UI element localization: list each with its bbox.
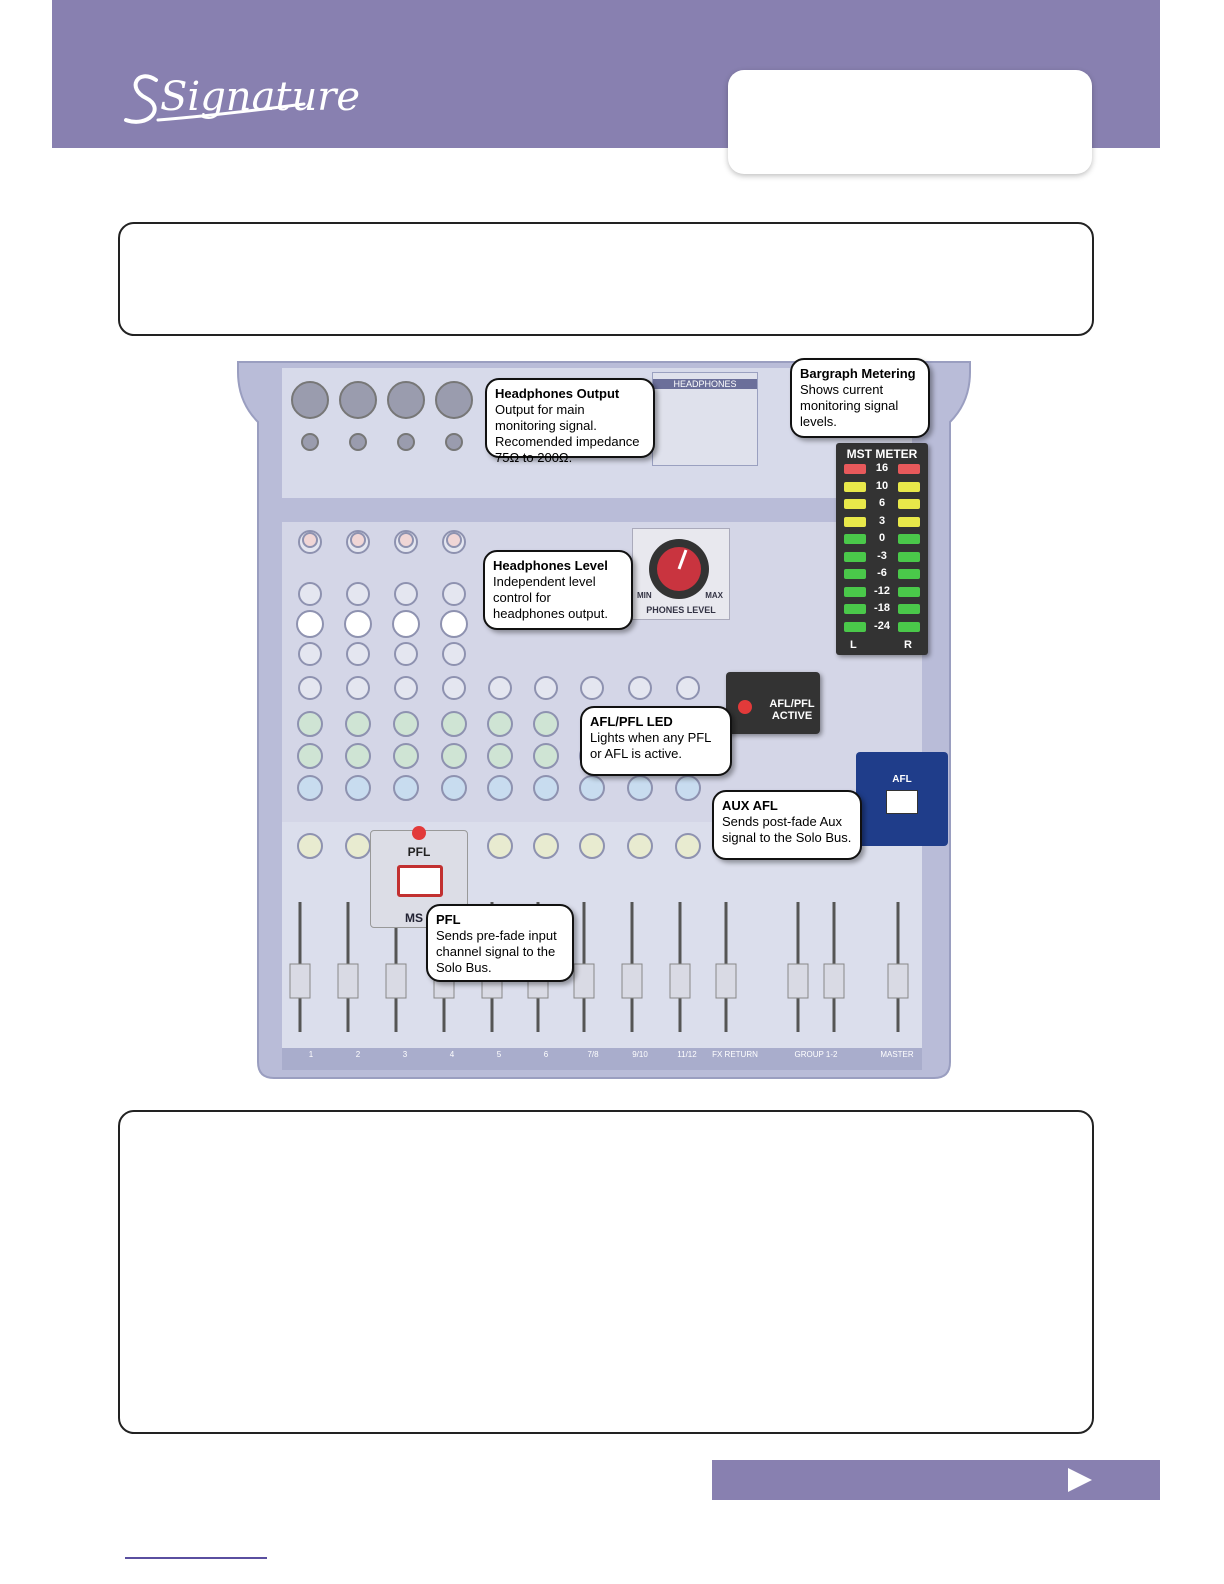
meter-right-label: R [904,639,912,651]
phones-min-label: MIN [637,591,652,600]
callout-pfl: PFL Sends pre-fade input channel signal … [426,904,574,982]
phones-level-label: PHONES LEVEL [646,605,716,615]
headphones-output-panel: HEADPHONES [652,372,758,466]
channel-strip-label: 7/8 [587,1050,599,1059]
meter-led [898,534,920,544]
callout-text: Sends post-fade Aux signal to the Solo B… [722,814,852,845]
meter-scale-label: 16 [875,462,889,474]
meter-scale-label: -18 [874,602,890,614]
meter-led [844,621,866,632]
meter-left-label: L [850,639,857,651]
meter-led [898,569,920,579]
channel-strip-label: MASTER [880,1050,914,1059]
afl-button-label: AFL [892,774,912,785]
phones-knob-icon [649,539,709,599]
afl-switch[interactable] [886,790,918,814]
meter-scale-label: -3 [877,550,887,562]
pfl-led-icon [412,826,426,840]
meter-led [898,481,920,492]
meter-scale-label: -24 [874,620,890,632]
callout-afl-pfl-led: AFL/PFL LED Lights when any PFL or AFL i… [580,706,732,776]
headphones-panel-label: HEADPHONES [653,379,757,389]
callout-heading: Bargraph Metering [800,366,916,381]
callout-text: Sends pre-fade input channel signal to t… [436,928,557,975]
channel-strip-label: 6 [543,1050,549,1059]
meter-led [844,586,866,597]
channel-strip-label: 3 [402,1050,408,1059]
footer-rule [125,1557,267,1559]
meter-led [844,481,866,492]
pfl-switch[interactable] [397,865,443,897]
meter-scale-label: 0 [878,532,886,544]
meter-led [844,464,866,474]
meter-scale-label: 10 [875,480,889,492]
callout-headphones-output: Headphones Output Output for main monito… [485,378,655,465]
meter-led [898,551,920,562]
meter-led [898,464,920,474]
page-nav-bar [712,1460,1160,1500]
logo-text: Signature [160,74,360,120]
channel-strip-label: 11/12 [677,1050,697,1059]
meter-led [844,516,866,527]
callout-bargraph-metering: Bargraph Metering Shows current monitori… [790,358,930,438]
channel-strip-label: 5 [496,1050,502,1059]
meter-led [844,604,866,614]
afl-pfl-led-text: AFL/PFL ACTIVE [769,698,815,722]
pfl-sub-label: MS [405,911,423,925]
channel-strip-label: FX RETURN [712,1050,758,1059]
callout-text: Shows current monitoring signal levels. [800,382,899,429]
channel-strip-label: 1 [308,1050,314,1059]
body-text-box [118,1110,1094,1434]
meter-led [898,499,920,509]
signature-logo: Signature [124,74,360,124]
callout-text: Lights when any PFL or AFL is active. [590,730,711,761]
meter-scale-label: -12 [874,585,890,597]
meter-title: MST METER [846,447,918,461]
callout-heading: AUX AFL [722,798,778,813]
meter-led [898,516,920,527]
page-title-box [728,70,1092,174]
meter-led [898,604,920,614]
aux-afl-button[interactable]: AFL [856,752,948,846]
callout-headphones-level: Headphones Level Independent level contr… [483,550,633,630]
callout-text: Output for main monitoring signal. Recom… [495,402,640,465]
callout-aux-afl: AUX AFL Sends post-fade Aux signal to th… [712,790,862,860]
phones-max-label: MAX [705,591,723,600]
intro-text-box [118,222,1094,336]
channel-strip-label: 2 [355,1050,361,1059]
meter-led [844,499,866,509]
callout-text: Independent level control for headphones… [493,574,608,621]
meter-scale-label: -6 [877,567,887,579]
pfl-button-label: PFL [407,845,431,859]
channel-strip-label: GROUP 1-2 [794,1050,838,1059]
red-led-icon [738,700,752,714]
callout-heading: AFL/PFL LED [590,714,673,729]
next-page-arrow-icon[interactable] [1068,1468,1092,1492]
channel-strip-label: 9/10 [632,1050,648,1059]
meter-scale-label: 3 [878,515,886,527]
callout-heading: Headphones Output [495,386,620,401]
callout-heading: PFL [436,912,461,927]
afl-pfl-active-led: AFL/PFL ACTIVE [726,672,820,734]
meter-led [844,551,866,562]
meter-led [844,569,866,579]
meter-led [844,534,866,544]
meter-led [898,586,920,597]
callout-heading: Headphones Level [493,558,608,573]
meter-scale-label: 6 [878,497,886,509]
master-meter: MST METER 16 10 6 3 0 -3 -6 -12 -18 -24 … [836,443,928,655]
meter-led [898,621,920,632]
channel-strip-label: 4 [449,1050,455,1059]
